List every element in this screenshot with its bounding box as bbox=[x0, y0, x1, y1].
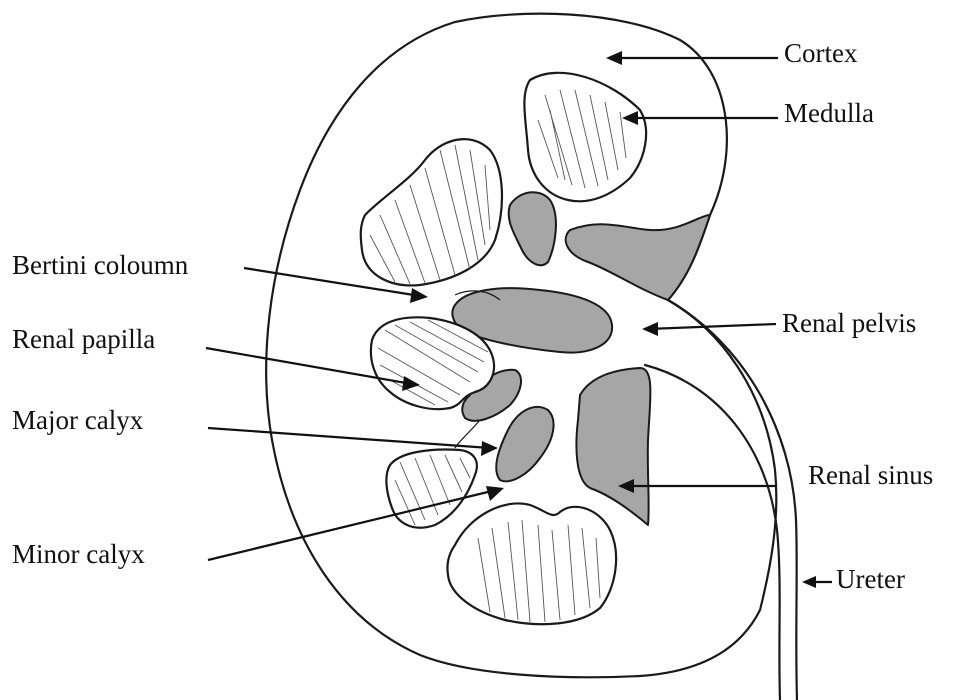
label-cortex: Cortex bbox=[784, 40, 858, 67]
arrow-cortex bbox=[606, 51, 778, 65]
calyx-outline-2 bbox=[455, 420, 480, 448]
label-ureter: Ureter bbox=[836, 566, 905, 593]
sinus-region-upper-right bbox=[566, 215, 710, 300]
label-renal-papilla: Renal papilla bbox=[12, 326, 155, 353]
pyramid-top bbox=[524, 73, 646, 201]
label-renal-sinus: Renal sinus bbox=[808, 462, 933, 489]
sinus-region-upper-mid bbox=[509, 192, 556, 265]
label-renal-pelvis: Renal pelvis bbox=[782, 310, 916, 337]
pyramid-upper-left bbox=[361, 139, 502, 285]
ureter-tube-inner bbox=[645, 365, 780, 700]
label-major-calyx: Major calyx bbox=[12, 407, 143, 434]
pyramid-lower-left bbox=[386, 450, 476, 528]
pyramid-bottom bbox=[447, 503, 616, 624]
label-minor-calyx: Minor calyx bbox=[12, 541, 145, 568]
arrow-ureter bbox=[802, 576, 832, 588]
label-bertini-column: Bertini coloumn bbox=[12, 252, 188, 279]
label-medulla: Medulla bbox=[784, 100, 874, 127]
sinus-region-right bbox=[576, 368, 650, 525]
sinus-region-minor-calyx bbox=[496, 407, 553, 481]
